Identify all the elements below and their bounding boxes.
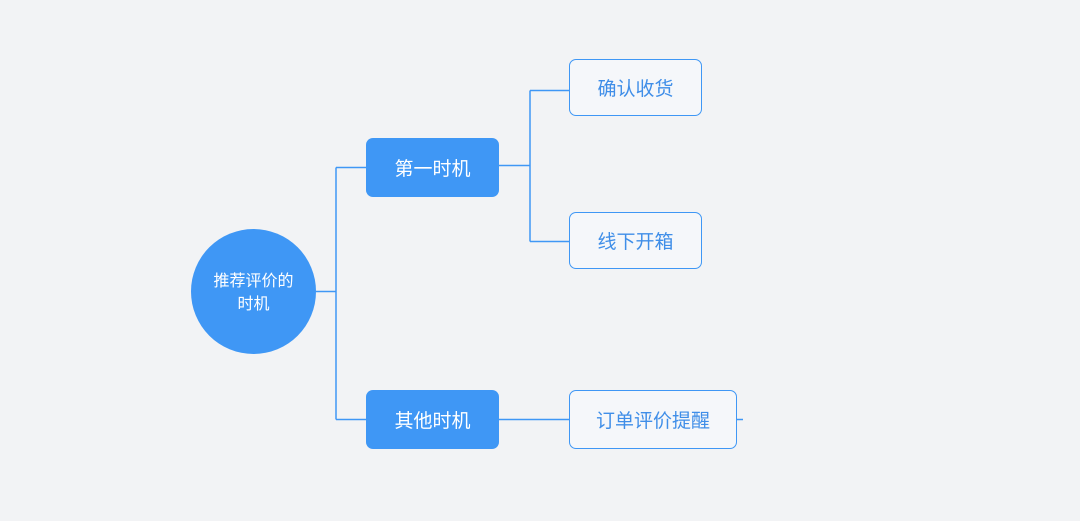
branch-node-label: 第一时机: [394, 158, 471, 180]
root-node-label: 推荐评价的时机: [213, 270, 294, 313]
leaf-node-label: 线下开箱: [597, 231, 674, 253]
leaf-node-label: 订单评价提醒: [595, 410, 710, 432]
branch-node-first-timing[interactable]: 第一时机: [366, 138, 499, 197]
leaf-node-label: 确认收货: [597, 78, 674, 100]
root-node[interactable]: 推荐评价的时机: [191, 229, 316, 354]
leaf-node-confirm-receipt[interactable]: 确认收货: [569, 59, 702, 116]
leaf-node-order-review-reminder[interactable]: 订单评价提醒: [569, 390, 737, 449]
branch-node-other-timing[interactable]: 其他时机: [366, 390, 499, 449]
leaf-node-offline-unboxing[interactable]: 线下开箱: [569, 212, 702, 269]
branch-node-label: 其他时机: [394, 410, 471, 432]
